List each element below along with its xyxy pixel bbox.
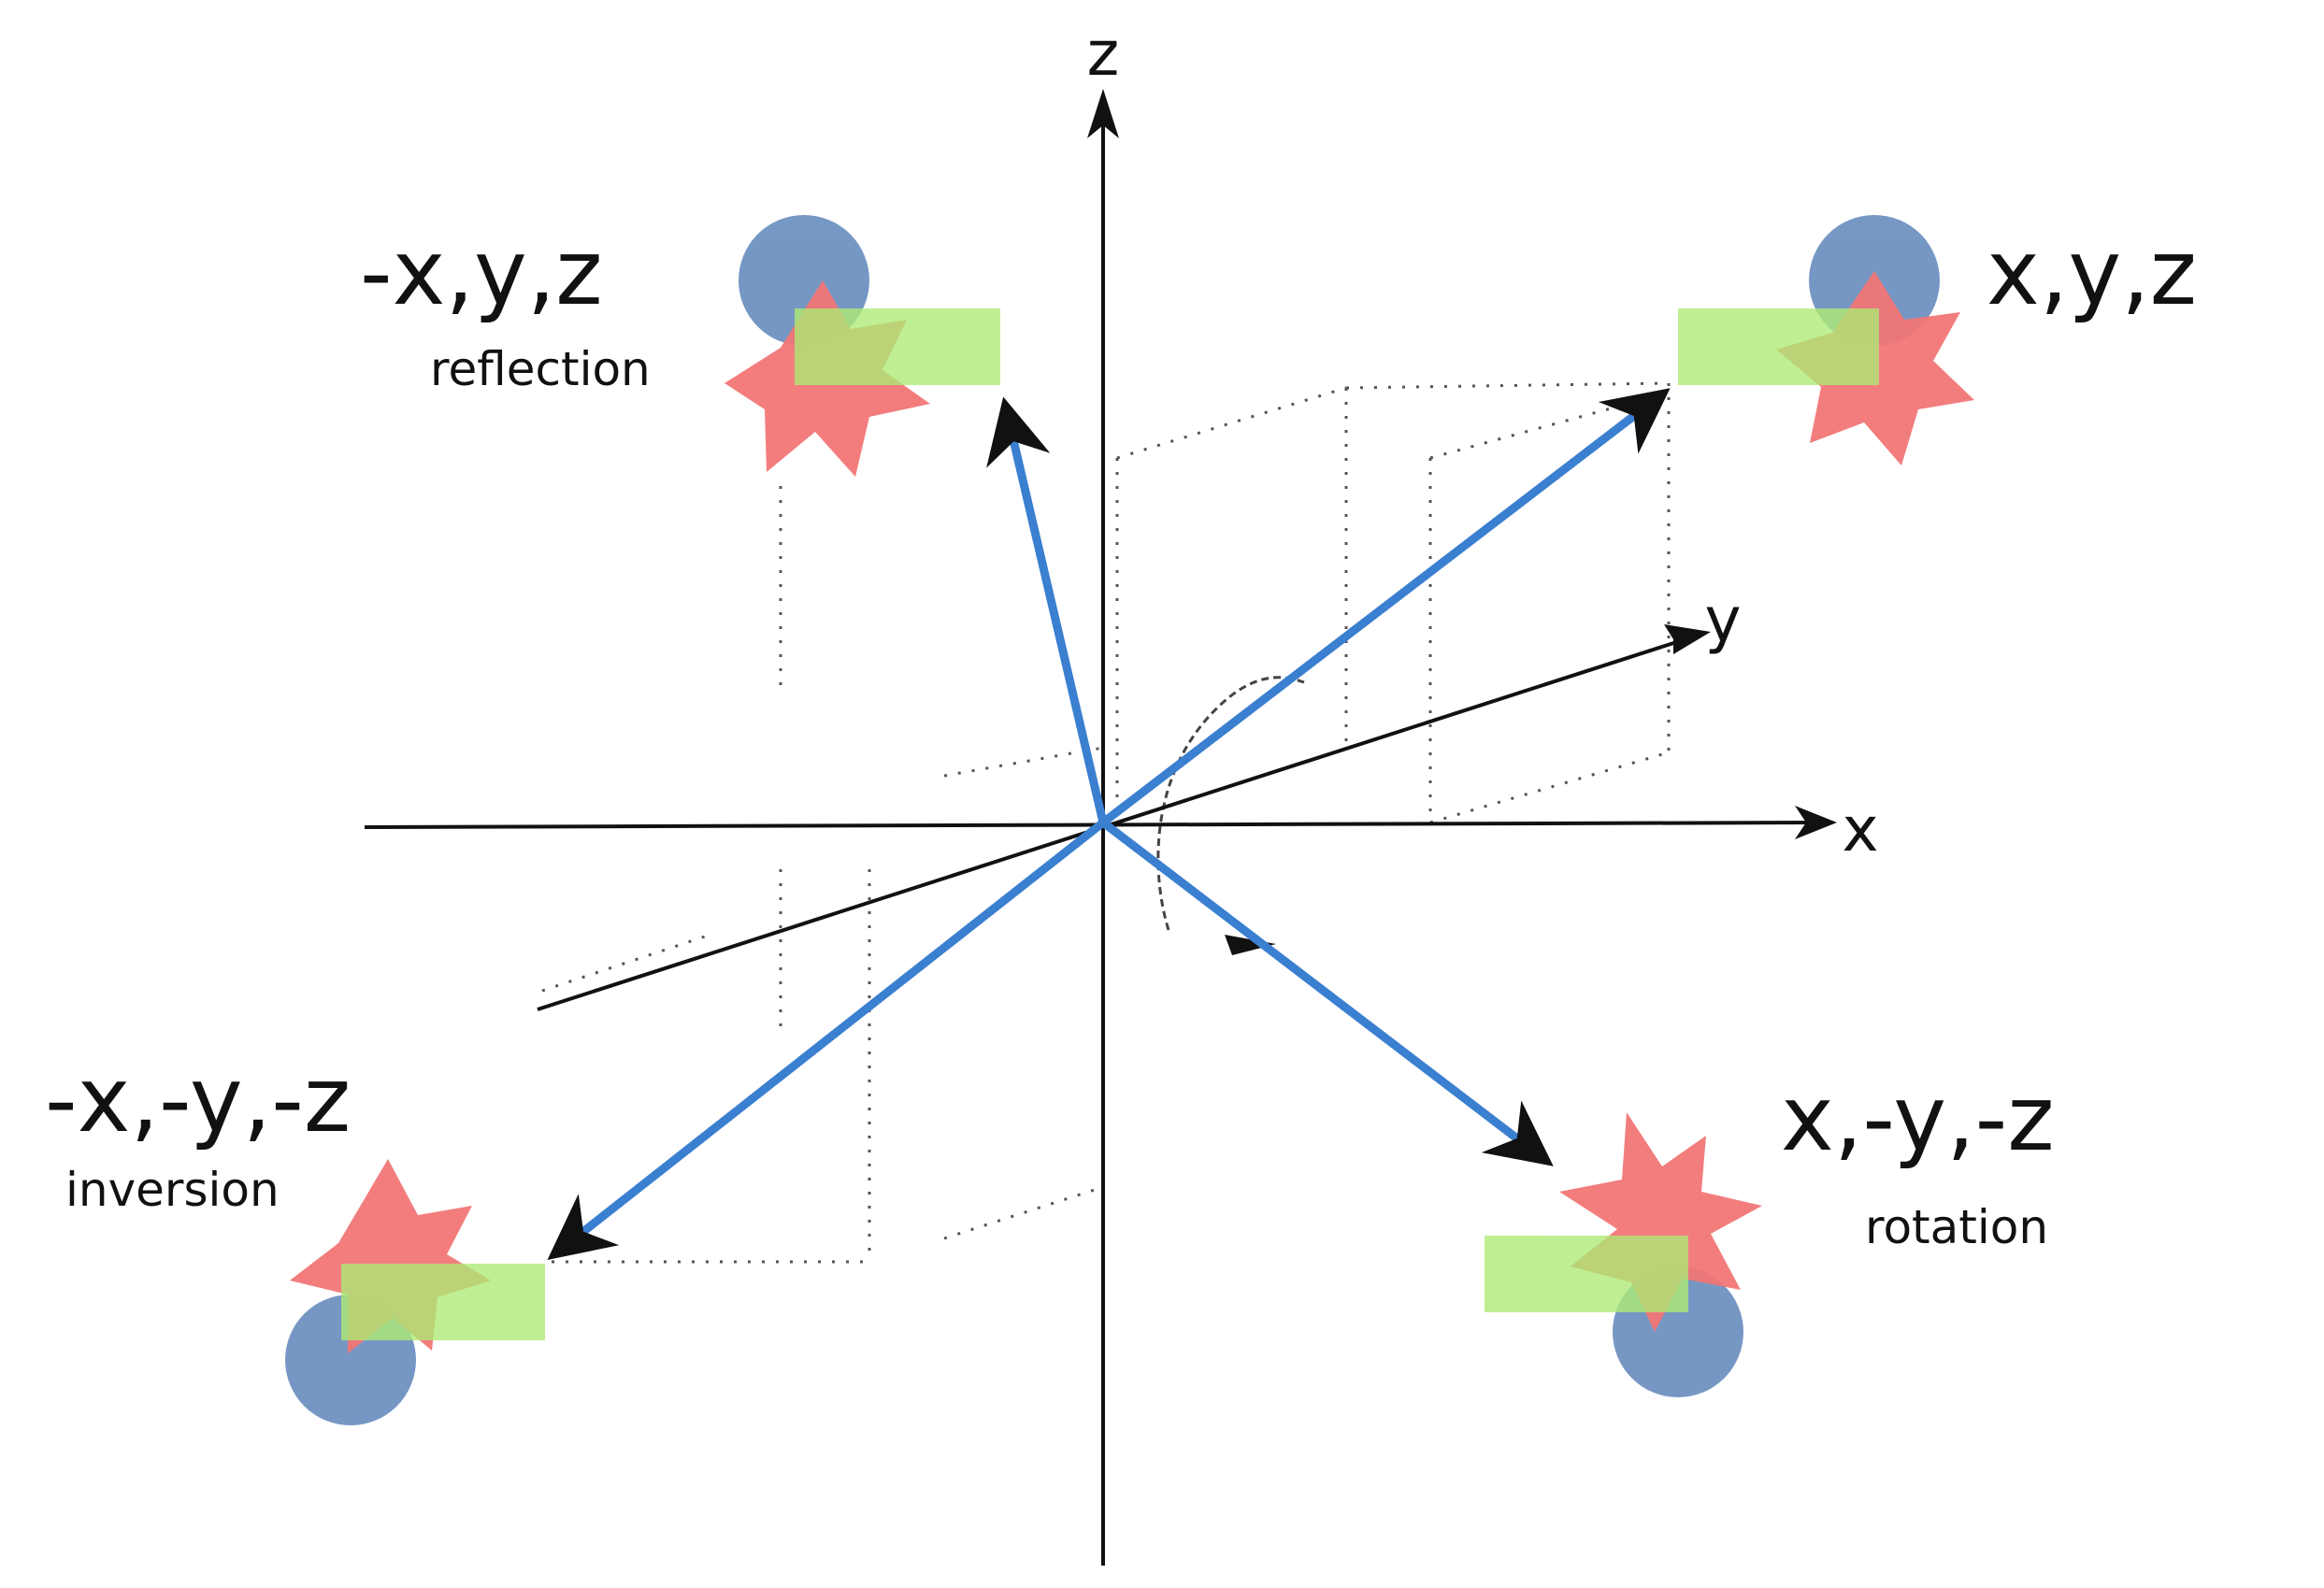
inversion-operation-label: inversion	[65, 1163, 280, 1217]
motif-rotation	[1485, 1112, 1762, 1397]
rotation-operation-label: rotation	[1865, 1200, 2048, 1254]
original-coords-label: x,y,z	[1987, 221, 2197, 325]
motif-original	[1678, 215, 1974, 465]
y-axis-arrowhead	[1664, 624, 1711, 654]
star-shape	[1559, 1112, 1762, 1332]
vector-original	[1098, 388, 1671, 827]
rectangle-shape	[795, 308, 1000, 385]
x-axis-label: x	[1842, 794, 1878, 866]
y-axis-label: y	[1704, 584, 1741, 656]
y-axis	[537, 633, 1699, 1011]
axes	[364, 115, 1829, 1566]
rotation-coords-label: x,-y,-z	[1781, 1066, 2055, 1171]
reflection-operation-label: reflection	[430, 342, 651, 396]
z-axis-arrowhead	[1087, 89, 1119, 138]
inversion-coords-label: -x,-y,-z	[45, 1048, 351, 1152]
position-vectors	[547, 388, 1671, 1260]
motif-reflection	[724, 215, 1000, 477]
vector-reflection	[986, 396, 1108, 827]
rotation-arc	[1156, 676, 1305, 931]
reflection-coords-label: -x,y,z	[360, 221, 603, 325]
construction-lines	[541, 381, 1671, 1264]
star-shape	[290, 1159, 491, 1353]
rectangle-shape	[341, 1264, 545, 1340]
x-axis-arrowhead	[1795, 806, 1837, 839]
rectangle-shape	[1485, 1236, 1688, 1312]
motif-inversion	[285, 1159, 545, 1425]
rotation-arc-arrowhead	[1225, 935, 1276, 955]
z-axis-label: z	[1087, 18, 1120, 90]
rectangle-shape	[1678, 308, 1879, 385]
vector-inversion	[547, 818, 1108, 1260]
vector-rotation	[1098, 818, 1554, 1166]
